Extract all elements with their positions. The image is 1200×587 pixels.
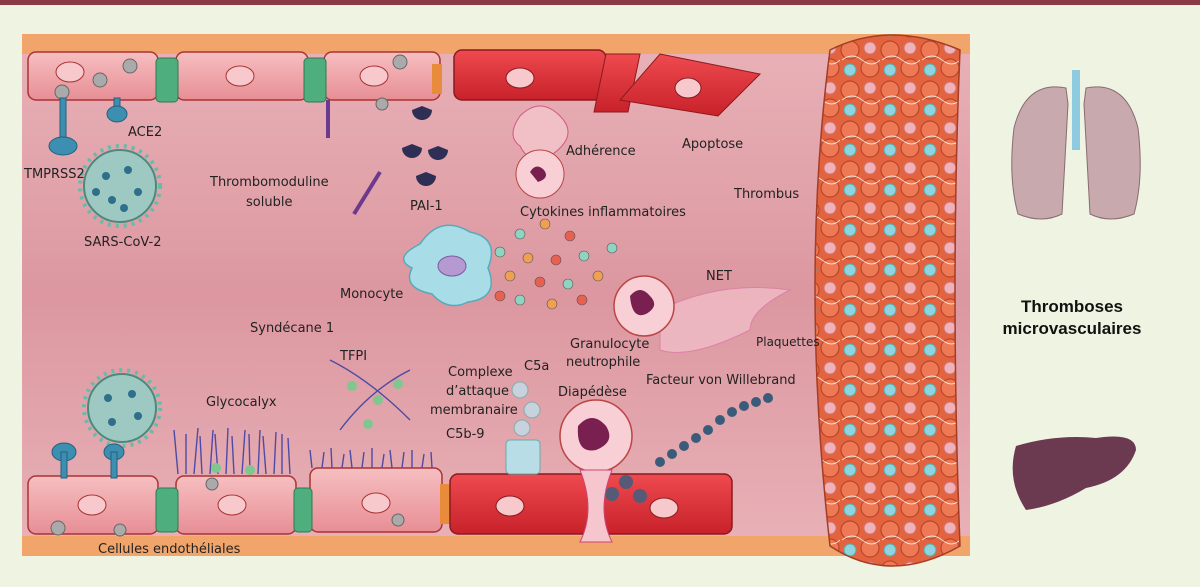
label-cellules: Cellules endothéliales: [98, 542, 241, 557]
label-apoptose: Apoptose: [682, 137, 743, 152]
title-line-2: microvasculaires: [1003, 319, 1142, 338]
label-sars: SARS-CoV-2: [84, 235, 162, 250]
thrombomodulin-icon: [326, 100, 382, 216]
adherent-neutrophil: [512, 105, 569, 199]
virus-icon: [78, 144, 162, 228]
label-pai1: PAI-1: [410, 199, 443, 214]
label-thrombomoduline-1: Thrombomoduline: [209, 175, 329, 190]
complement-complex: [505, 381, 541, 475]
receptors-bottom: [51, 442, 125, 479]
label-c5a: C5a: [524, 359, 549, 374]
label-ace2: ACE2: [128, 125, 162, 140]
label-adherence: Adhérence: [566, 144, 636, 159]
label-c5b9: C5b-9: [446, 427, 485, 442]
tfpi-syndecan: [329, 359, 411, 431]
label-complexe-2: d’attaque: [446, 384, 509, 399]
label-tfpi: TFPI: [339, 349, 367, 364]
label-complexe-3: membranaire: [430, 403, 518, 418]
label-net: NET: [706, 269, 732, 284]
label-syndecane: Syndécane 1: [250, 321, 334, 336]
blood-vessel: [22, 34, 970, 556]
title-line-1: Thromboses: [1021, 297, 1123, 316]
pai1-icon: [402, 106, 448, 186]
granulocyte-neutrophil: [613, 275, 792, 353]
label-monocyte: Monocyte: [340, 287, 403, 302]
label-thrombus: Thrombus: [733, 187, 799, 202]
top-bar: [0, 0, 1200, 5]
von-willebrand-factor: [655, 393, 773, 467]
liver-icon: [1012, 436, 1136, 510]
label-tmprss2: TMPRSS2: [23, 167, 85, 182]
label-granulocyte-1: Granulocyte: [570, 337, 649, 352]
label-granulocyte-2: neutrophile: [566, 355, 640, 370]
label-diapedese: Diapédèse: [558, 385, 627, 400]
top-endothelial-cells: [27, 49, 762, 117]
cytokines: [494, 218, 618, 310]
label-complexe-1: Complexe: [448, 365, 513, 380]
lung-icon: [1011, 70, 1141, 220]
label-von-willebrand: Facteur von Willebrand: [646, 373, 796, 388]
label-glycocalyx: Glycocalyx: [206, 395, 277, 410]
receptors-top: [48, 97, 128, 156]
glycocalyx: [173, 427, 433, 475]
label-thrombomoduline-2: soluble: [246, 195, 292, 210]
junction: [155, 57, 179, 103]
diapedesis-cell: [559, 399, 633, 543]
monocyte-cell: [403, 224, 493, 307]
virus-icon-bottom: [82, 368, 162, 448]
bottom-endothelial-cells: [27, 467, 733, 537]
thrombus: [814, 34, 961, 567]
label-plaquettes: Plaquettes: [756, 335, 820, 349]
label-cytokines: Cytokines inflammatoires: [520, 205, 686, 220]
